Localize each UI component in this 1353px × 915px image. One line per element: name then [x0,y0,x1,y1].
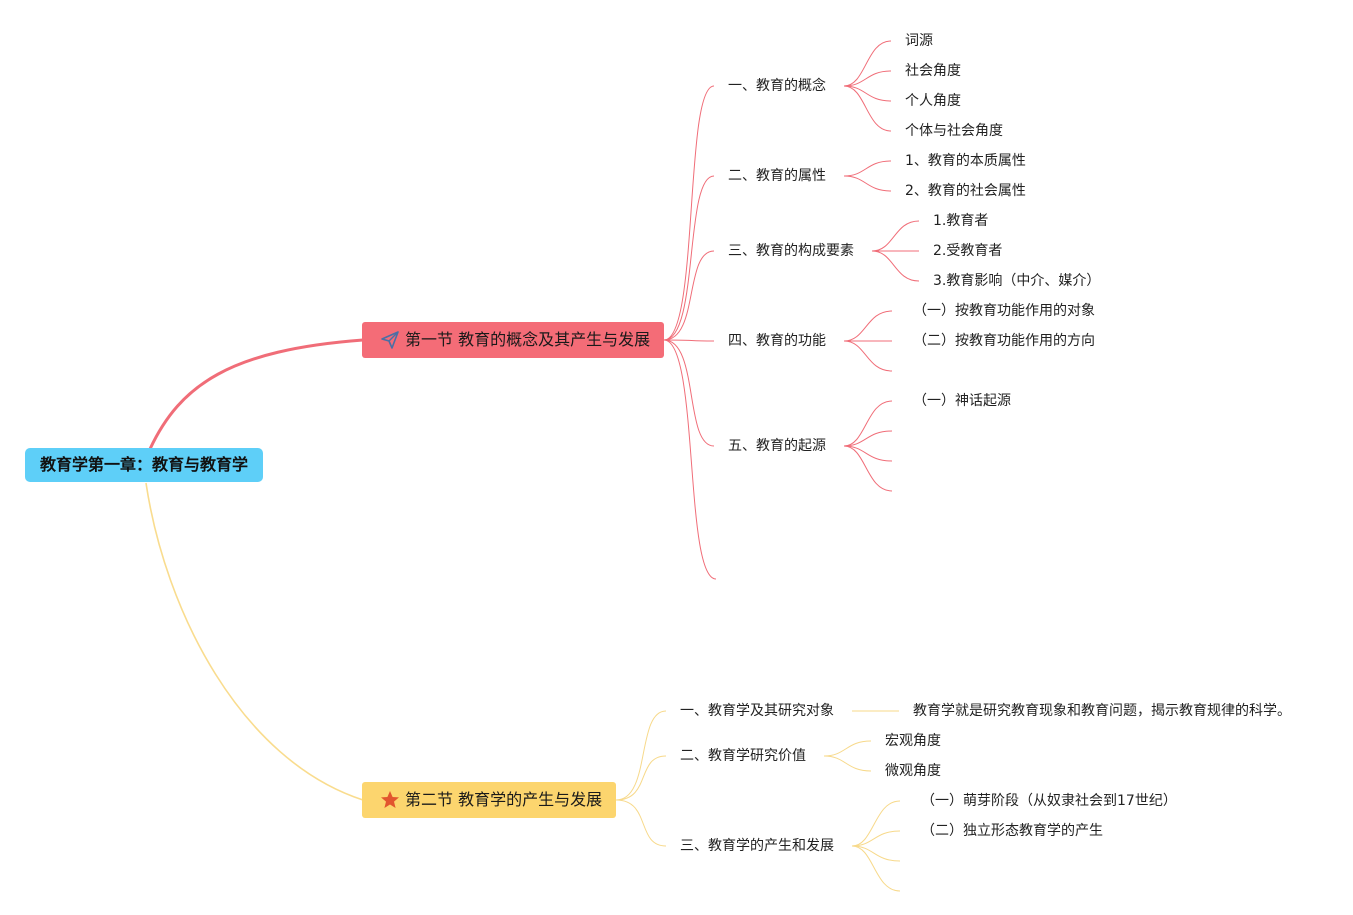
root-to-section1-connector [148,338,364,450]
topic-node[interactable]: 三、教育学的产生和发展 [680,838,834,854]
topic-connector [615,799,667,847]
subtopic-node[interactable]: 1.教育者 [933,213,989,229]
child-connector [851,830,901,847]
subtopic-node[interactable]: 个人角度 [905,93,961,109]
child-connector [843,310,893,342]
subtopic-node[interactable]: 教育学就是研究教育现象和教育问题，揭示教育规律的科学。 [913,703,1291,719]
subtopic-node[interactable]: 个体与社会角度 [905,123,1003,139]
topic-connector [663,175,715,341]
topic-connector [663,339,715,447]
child-connector [843,85,892,132]
subtopic-node[interactable]: 宏观角度 [885,733,941,749]
subtopic-node[interactable]: 微观角度 [885,763,941,779]
child-connector [851,845,901,892]
section1-connectors [663,40,920,580]
topic-node[interactable]: 二、教育学研究价值 [680,748,806,764]
child-connector [843,445,893,492]
subtopic-node[interactable]: 3.教育影响（中介、媒介） [933,273,1101,289]
child-connector [843,340,893,372]
subtopic-node[interactable]: 词源 [905,33,933,49]
child-connector [843,160,892,177]
subtopic-node[interactable]: 2、教育的社会属性 [905,183,1026,199]
topic-node[interactable]: 四、教育的功能 [728,333,826,349]
subtopic-node[interactable]: （一）神话起源 [913,393,1011,409]
child-connector [851,800,901,847]
subtopic-node[interactable]: （二）独立形态教育学的产生 [921,823,1103,839]
section-1-topic[interactable]: 第一节 教育的概念及其产生与发展 [362,322,664,358]
topic-node[interactable]: 二、教育的属性 [728,168,826,184]
topic-node[interactable]: 三、教育的构成要素 [728,243,854,259]
topic-node[interactable]: 五、教育的起源 [728,438,826,454]
child-connector [823,740,872,757]
star-icon [381,791,399,808]
topic-connector [663,339,717,580]
subtopic-node[interactable]: （一）萌芽阶段（从奴隶社会到17世纪） [921,793,1177,809]
child-connector [843,430,893,447]
paper-plane-icon [381,331,399,349]
child-connector [871,220,920,252]
topic-connector [615,755,667,801]
section-1-label: 第一节 教育的概念及其产生与发展 [405,330,651,349]
topic-connector [663,85,715,341]
topic-connector [663,250,715,341]
child-connector [843,400,893,447]
root-topic-label: 教育学第一章：教育与教育学 [39,455,248,474]
section2-connectors [615,710,901,892]
topic-node[interactable]: 一、教育的概念 [728,78,826,94]
section-2-label: 第二节 教育学的产生与发展 [405,790,603,809]
subtopic-node[interactable]: （二）按教育功能作用的方向 [913,333,1095,349]
section-2-topic[interactable]: 第二节 教育学的产生与发展 [362,782,616,818]
topic-node[interactable]: 一、教育学及其研究对象 [680,703,834,719]
child-connector [843,175,892,192]
child-connector [843,70,892,87]
subtopic-node[interactable]: 2.受教育者 [933,243,1003,259]
topic-connector [663,339,715,342]
root-topic[interactable]: 教育学第一章：教育与教育学 [25,448,263,482]
subtopic-node[interactable]: 社会角度 [905,63,961,79]
root-to-section2-connector [145,482,364,801]
child-connector [871,250,920,282]
topic-connector [615,710,667,801]
subtopic-node[interactable]: （一）按教育功能作用的对象 [913,303,1095,319]
subtopic-node[interactable]: 1、教育的本质属性 [905,153,1026,169]
child-connector [843,40,892,87]
child-connector [823,755,872,772]
